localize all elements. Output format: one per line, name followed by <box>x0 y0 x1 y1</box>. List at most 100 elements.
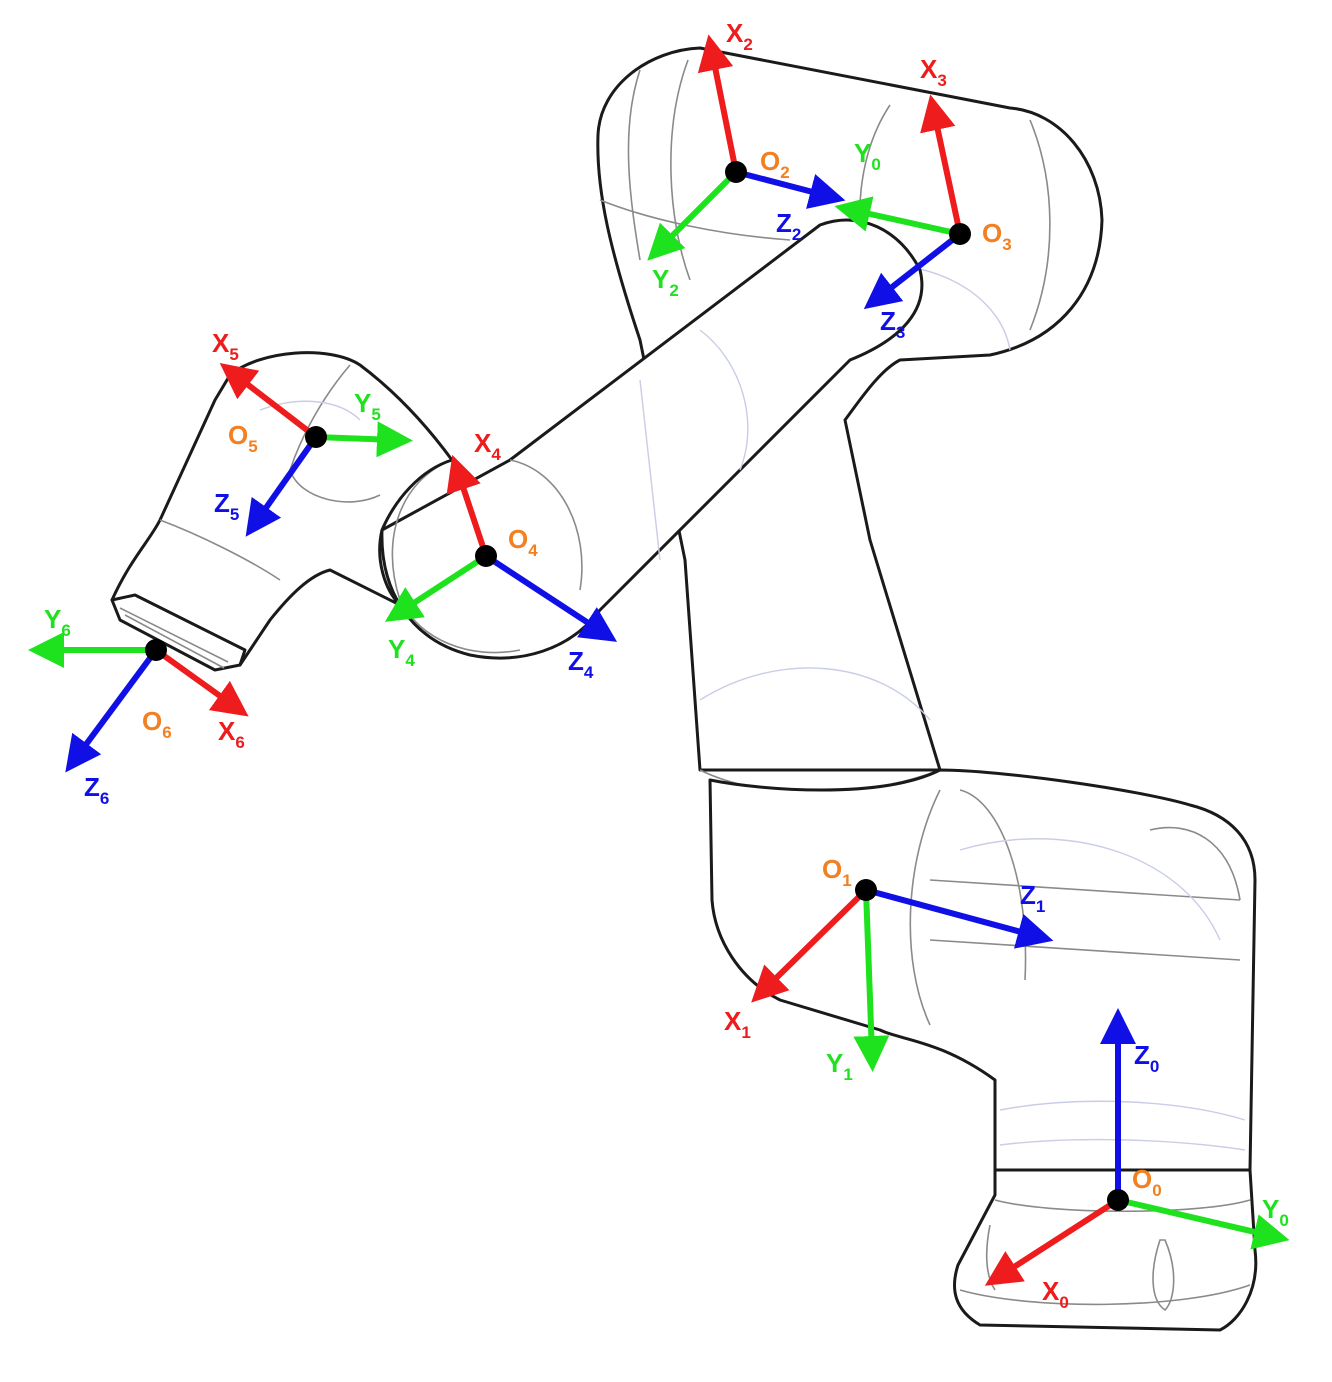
z-axis-label-5-subscript: 5 <box>230 505 239 524</box>
x-axis-label-5-base: X <box>212 328 230 358</box>
z-axis-arrow-5 <box>245 435 319 537</box>
y-axis-label-1: Y1 <box>826 1048 853 1084</box>
z-axis-label-4-subscript: 4 <box>584 663 594 682</box>
z-axis-label-3: Z3 <box>880 306 905 342</box>
origin-dot-0 <box>1107 1189 1129 1211</box>
z-axis-label-1: Z1 <box>1020 880 1045 916</box>
z-axis-label-4-base: Z <box>568 646 584 676</box>
origin-label-4-subscript: 4 <box>528 541 538 560</box>
origin-label-1: O1 <box>822 854 852 890</box>
base-column <box>708 768 1257 1172</box>
origin-label-5: O5 <box>228 420 258 456</box>
origin-dot-4 <box>475 545 497 567</box>
robot-arm-drawing <box>110 46 1258 1332</box>
x-axis-label-1-base: X <box>724 1006 742 1036</box>
z-axis-label-0-subscript: 0 <box>1150 1057 1159 1076</box>
x-axis-label-2: X2 <box>726 18 753 54</box>
z-axis-label-2-subscript: 2 <box>792 225 801 244</box>
x-axis-label-2-subscript: 2 <box>743 35 752 54</box>
origin-label-6-subscript: 6 <box>162 723 171 742</box>
z-axis-label-0: Z0 <box>1134 1040 1159 1076</box>
y-axis-label-2: Y2 <box>652 264 679 300</box>
y-axis-arrow-3 <box>834 196 961 237</box>
z-axis-label-0-base: Z <box>1134 1040 1150 1070</box>
y-axis-arrow-5 <box>315 421 413 458</box>
x-axis-label-5-subscript: 5 <box>229 345 238 364</box>
origin-label-5-base: O <box>228 420 248 450</box>
x-axis-label-0-subscript: 0 <box>1059 1293 1068 1312</box>
x-axis-label-4-subscript: 4 <box>491 445 501 464</box>
z-axis-label-2: Z2 <box>776 208 801 244</box>
y-axis-label-6-subscript: 6 <box>61 621 70 640</box>
y-axis-label-5-subscript: 5 <box>371 405 380 424</box>
y-axis-label-1-base: Y <box>826 1048 843 1078</box>
z-axis-arrow-3 <box>863 231 962 310</box>
x-axis-label-1: X1 <box>724 1006 751 1042</box>
x-axis-label-1-subscript: 1 <box>741 1023 750 1042</box>
x-axis-arrow-5 <box>219 363 318 440</box>
y-axis-arrow-2 <box>647 169 739 261</box>
z-axis-label-3-subscript: 3 <box>896 323 905 342</box>
x-axis-label-0-base: X <box>1042 1276 1060 1306</box>
y-axis-label-5: Y5 <box>354 388 381 424</box>
y-axis-label-0-subscript: 0 <box>1279 1211 1288 1230</box>
origin-label-3-base: O <box>982 218 1002 248</box>
y-axis-label-3-base: Y <box>854 138 871 168</box>
z-axis-label-1-subscript: 1 <box>1036 897 1045 916</box>
x-axis-label-4: X4 <box>474 428 501 464</box>
z-axis-label-6: Z6 <box>84 772 109 808</box>
origin-label-1-subscript: 1 <box>842 871 851 890</box>
x-axis-label-3-subscript: 3 <box>937 71 946 90</box>
z-axis-arrow-6 <box>65 648 159 773</box>
z-axis-label-6-base: Z <box>84 772 100 802</box>
tool-flange <box>110 593 247 672</box>
x-axis-arrow-1 <box>751 887 869 1003</box>
origin-label-6-base: O <box>142 706 162 736</box>
z-axis-arrow-4 <box>484 553 618 642</box>
y-axis-arrow-4 <box>384 553 488 622</box>
z-axis-arrow-2 <box>735 169 846 209</box>
x-axis-arrow-4 <box>446 454 489 557</box>
origin-label-4-base: O <box>508 524 528 554</box>
x-axis-label-2-base: X <box>726 18 744 48</box>
y-axis-label-6-base: Y <box>44 604 61 634</box>
origin-label-2-subscript: 2 <box>780 163 789 182</box>
y-axis-label-4-subscript: 4 <box>405 651 415 670</box>
y-axis-arrow-0 <box>1117 1197 1290 1250</box>
y-axis-arrow-1 <box>853 889 890 1072</box>
origin-dot-1 <box>855 879 877 901</box>
y-axis-label-4-base: Y <box>388 634 405 664</box>
x-axis-arrow-0 <box>984 1197 1120 1286</box>
origin-dot-5 <box>305 426 327 448</box>
y-axis-label-1-subscript: 1 <box>843 1065 852 1084</box>
z-axis-label-1-base: Z <box>1020 880 1036 910</box>
x-axis-label-5: X5 <box>212 328 239 364</box>
z-axis-label-5-base: Z <box>214 488 230 518</box>
origin-label-0-subscript: 0 <box>1152 1181 1161 1200</box>
origin-label-3: O3 <box>982 218 1012 254</box>
z-axis-arrow-1 <box>865 887 1054 949</box>
x-axis-label-3: X3 <box>920 54 947 90</box>
x-axis-label-4-base: X <box>474 428 492 458</box>
y-axis-label-4: Y4 <box>388 634 415 670</box>
origin-dot-6 <box>145 639 167 661</box>
x-axis-label-6-base: X <box>218 716 236 746</box>
z-axis-label-3-base: Z <box>880 306 896 336</box>
x-axis-label-3-base: X <box>920 54 938 84</box>
origin-dot-2 <box>725 161 747 183</box>
z-axis-label-5: Z5 <box>214 488 239 524</box>
z-axis-label-6-subscript: 6 <box>100 789 109 808</box>
x-axis-arrow-6 <box>154 647 249 717</box>
x-axis-arrow-2 <box>697 34 739 173</box>
y-axis-label-0: Y0 <box>1262 1194 1289 1230</box>
origin-label-6: O6 <box>142 706 172 742</box>
origin-label-1-base: O <box>822 854 842 884</box>
x-axis-label-6-subscript: 6 <box>235 733 244 752</box>
origin-label-3-subscript: 3 <box>1002 235 1011 254</box>
origin-label-0-base: O <box>1132 1164 1152 1194</box>
